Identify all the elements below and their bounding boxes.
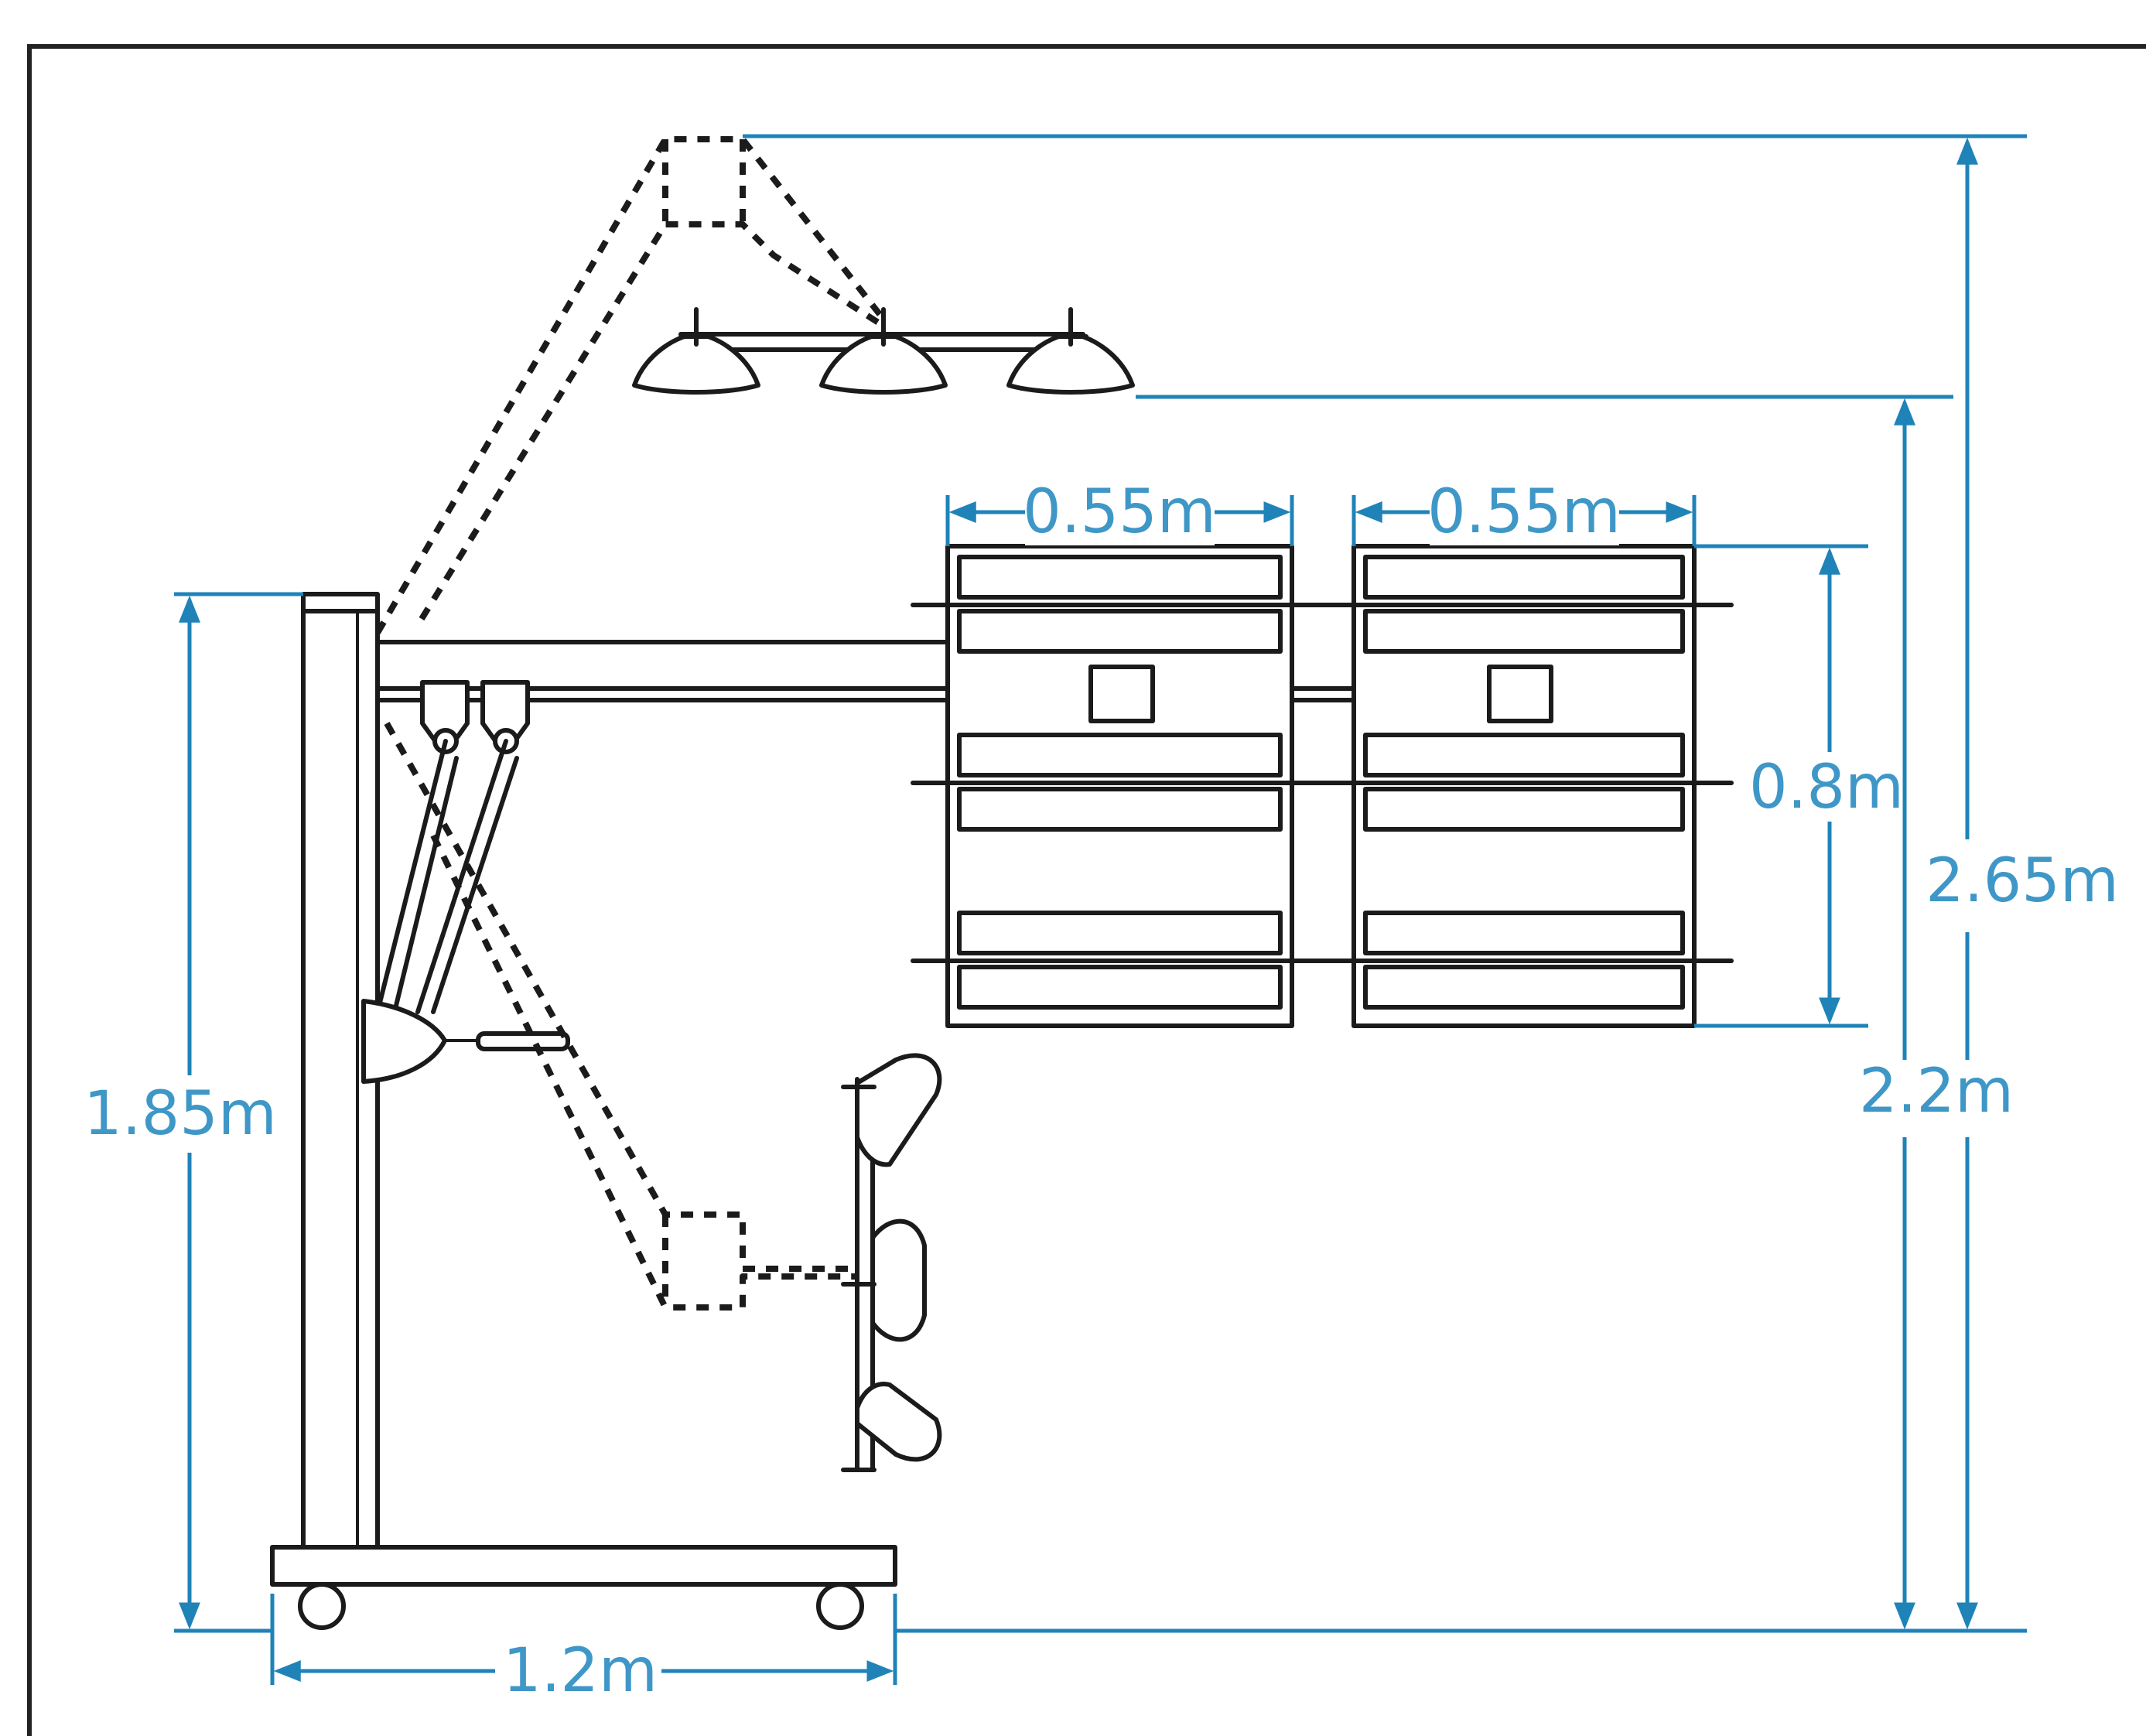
panel-module-right [1352, 544, 1697, 1028]
panel-knobs [911, 603, 1734, 963]
gas-strut-left [375, 739, 448, 1014]
lamp-head-top-1 [632, 332, 760, 395]
stand-structure [270, 592, 1356, 1630]
gas-strut-right [415, 739, 508, 1014]
dim-label-module-width-right: 0.55m [1427, 477, 1621, 547]
dim-label-mast-height: 1.85m [84, 1079, 277, 1149]
dim-label-max-height: 2.65m [1926, 846, 2119, 916]
lamp-head-lower-1 [855, 1053, 942, 1167]
dim-label-module-height: 0.8m [1749, 753, 1904, 822]
lamp-head-top-3 [1006, 332, 1135, 395]
lamp-head-lower-2 [870, 1218, 927, 1342]
panel-module-left [945, 544, 1294, 1028]
lamp-bar-lower [841, 1053, 942, 1472]
arm-raised-position [374, 136, 885, 635]
dim-label-base-width: 1.2m [503, 1636, 658, 1706]
handle [476, 1031, 570, 1051]
wheel-right [816, 1582, 864, 1630]
mast-cap [301, 592, 380, 613]
dim-label-module-width-left: 0.55m [1023, 477, 1216, 547]
lamp-bar-top [632, 307, 1135, 395]
base-beam [270, 1545, 897, 1587]
arm-lowered-position [384, 722, 859, 1311]
wheel-left [298, 1582, 346, 1630]
lamp-head-top-2 [819, 332, 948, 395]
lamp-head-lower-3 [855, 1382, 942, 1462]
dim-label-hanger-height: 2.2m [1859, 1057, 2014, 1126]
